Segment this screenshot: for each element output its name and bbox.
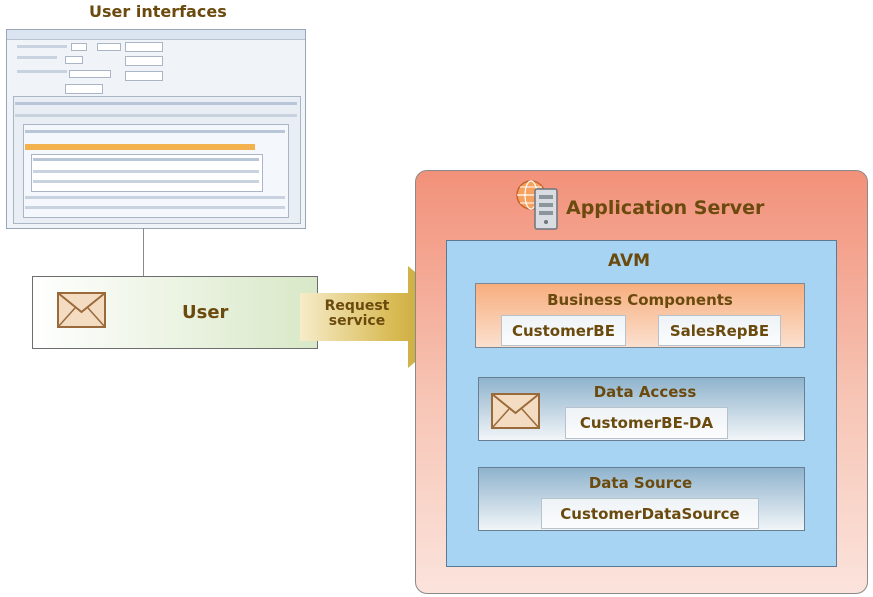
customer-data-source-box: CustomerDataSource xyxy=(541,498,759,529)
arrow-label: Request service xyxy=(309,299,405,329)
thumbnail-row xyxy=(33,158,259,161)
customer-be-da-box: CustomerBE-DA xyxy=(565,407,728,439)
thumbnail-row xyxy=(25,206,285,209)
thumbnail-line xyxy=(17,45,67,48)
thumbnail-field xyxy=(69,70,111,78)
customer-be-box: CustomerBE xyxy=(501,315,626,346)
connector-line xyxy=(143,228,144,276)
business-components-title: Business Components xyxy=(547,291,733,309)
thumbnail-row xyxy=(33,180,259,183)
thumbnail-line xyxy=(17,70,67,73)
thumbnail-button xyxy=(125,71,163,81)
envelope-icon xyxy=(491,393,540,429)
thumbnail-button xyxy=(65,84,103,94)
thumbnail-row xyxy=(25,130,285,133)
thumbnail-titlebar xyxy=(7,30,305,40)
thumbnail-row xyxy=(15,114,297,117)
thumbnail-row xyxy=(15,102,297,105)
thumbnail-row xyxy=(25,196,285,199)
arrow-label-line1: Request xyxy=(324,298,390,314)
data-access-title: Data Access xyxy=(593,383,697,401)
application-server-title: Application Server xyxy=(566,197,765,219)
user-interfaces-title: User interfaces xyxy=(89,2,227,21)
thumbnail-row xyxy=(33,170,259,173)
arrow-label-line2: service xyxy=(328,313,386,329)
user-label: User xyxy=(182,302,229,323)
server-globe-icon xyxy=(516,180,558,230)
thumbnail-highlight-row xyxy=(25,144,255,150)
ui-screenshot-thumbnail xyxy=(6,29,306,229)
envelope-icon xyxy=(57,292,106,328)
thumbnail-button xyxy=(125,56,163,66)
thumbnail-field xyxy=(71,43,87,51)
avm-title: AVM xyxy=(608,251,651,271)
thumbnail-button xyxy=(125,42,163,52)
thumbnail-line xyxy=(17,56,57,59)
sales-rep-be-box: SalesRepBE xyxy=(658,315,781,346)
data-source-title: Data Source xyxy=(588,474,693,492)
thumbnail-field xyxy=(97,43,121,51)
thumbnail-field xyxy=(65,56,83,64)
